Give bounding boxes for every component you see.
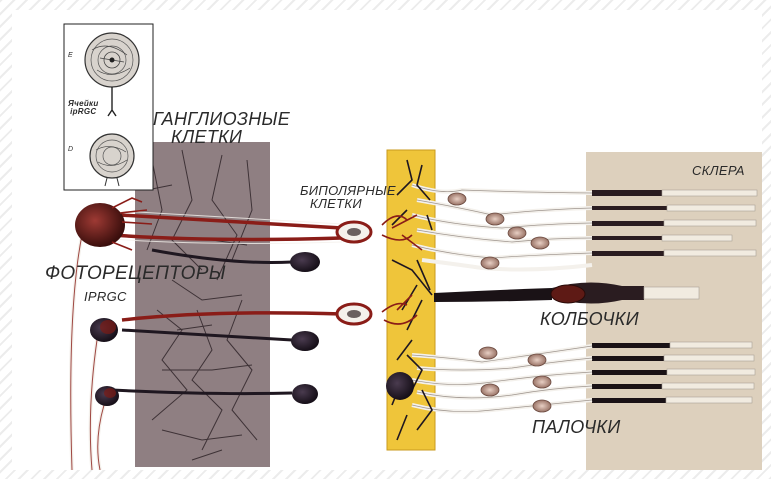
inset-e-label: E — [68, 52, 73, 59]
ganglion-soma-1 — [290, 252, 320, 272]
ganglion-soma-2 — [291, 331, 319, 351]
cone-axon — [434, 288, 552, 302]
retina-illustration — [12, 10, 762, 470]
iprgc-soma-medium — [90, 318, 118, 342]
rods-label: ПАЛОЧКИ — [532, 418, 621, 436]
cones-label: КОЛБОЧКИ — [540, 310, 639, 328]
ganglion-label-line2: КЛЕТКИ — [153, 128, 290, 146]
photoreceptors-label: ФОТОРЕЦЕПТОРЫ — [45, 264, 226, 283]
inset-d-label: D — [68, 146, 73, 153]
sclera-label: СКЛЕРА — [692, 164, 745, 177]
bipolar-soma-lower — [386, 372, 414, 400]
inset-cells-line2: ipRGC — [68, 108, 99, 116]
bipolar-cells-label: БИПОЛЯРНЫЕ КЛЕТКИ — [300, 184, 396, 210]
ganglion-label-line1: ГАНГЛИОЗНЫЕ — [153, 110, 290, 128]
iprgc-soma-small — [95, 386, 119, 406]
ganglion-cells-label: ГАНГЛИОЗНЫЕ КЛЕТКИ — [153, 110, 290, 146]
retina-diagram: ГАНГЛИОЗНЫЕ КЛЕТКИ БИПОЛЯРНЫЕ КЛЕТКИ СКЛ… — [12, 10, 762, 470]
bipolar-label-line2: КЛЕТКИ — [300, 197, 396, 210]
inset-cells-label: Ячейки ipRGC — [68, 100, 99, 116]
iprgc-label: IPRGC — [84, 290, 127, 303]
ganglion-soma-3 — [292, 384, 318, 404]
cone-soma — [551, 285, 585, 303]
